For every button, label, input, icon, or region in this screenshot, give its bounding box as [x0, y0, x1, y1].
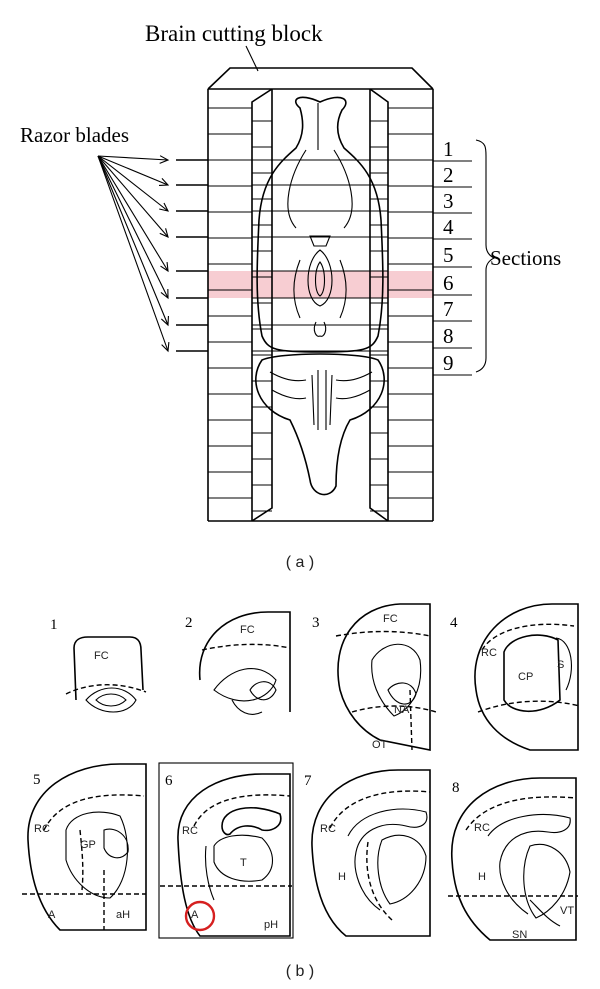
blades-label: Razor blades: [20, 123, 129, 147]
section-8-label-sn: SN: [512, 929, 527, 941]
cutting-block: [207, 67, 434, 522]
section-6-label-rc: RC: [182, 825, 198, 837]
blade-arrow: [97, 155, 169, 272]
blade-arrow-head: [158, 177, 170, 186]
section-6-amygdala-highlight: [184, 900, 216, 932]
section-number-8: 8: [443, 324, 454, 348]
blade-arrow: [97, 155, 169, 186]
panel-b: 1 FC 2 FC 3 FC NA OT: [22, 603, 581, 980]
section-number-4: 4: [443, 215, 454, 239]
blade-arrow: [97, 155, 169, 326]
panel-a: Brain cutting block: [20, 21, 561, 571]
section-6-frame: [158, 762, 294, 939]
section-number-7: 7: [443, 297, 454, 321]
coronal-section-3: 3 FC NA OT: [312, 603, 437, 751]
caption-b: ( b ): [286, 963, 314, 980]
section-number-5: 5: [33, 772, 41, 788]
coronal-section-6: 6 RC T A pH: [158, 762, 294, 939]
section-7-label-rc: RC: [320, 823, 336, 835]
section-number-7: 7: [304, 773, 312, 789]
section-6-label-ph: pH: [264, 919, 278, 931]
sections-label: Sections: [490, 246, 561, 270]
section-number-2: 2: [443, 163, 454, 187]
section-3-label-fc: FC: [383, 613, 398, 625]
section-3-label-na: NA: [394, 704, 410, 716]
section-5-label-a: A: [48, 909, 56, 921]
section-number-3: 3: [312, 615, 320, 631]
blade-arrow-head: [160, 288, 169, 300]
section-7-label-h: H: [338, 871, 346, 883]
section-number-6: 6: [443, 271, 454, 295]
section-4-label-cp: CP: [518, 671, 533, 683]
section-number-1: 1: [50, 617, 58, 633]
section-3-label-ot: OT: [372, 739, 388, 751]
section-6-label-t: T: [240, 857, 247, 869]
section-8-label-vt: VT: [560, 905, 574, 917]
section-4-label-rc: RC: [481, 647, 497, 659]
coronal-section-2: 2 FC: [185, 611, 291, 715]
section-4-label-s: S: [557, 659, 564, 671]
coronal-section-1: 1 FC: [50, 617, 147, 713]
caption-a: ( a ): [286, 554, 314, 571]
section-number-5: 5: [443, 243, 454, 267]
blade-arrow: [97, 155, 169, 352]
title-pointer: [245, 45, 259, 72]
section-8-label-h: H: [478, 871, 486, 883]
coronal-section-7: 7 RC H: [304, 769, 431, 937]
block-title: Brain cutting block: [145, 21, 323, 46]
section-number-3: 3: [443, 189, 454, 213]
section-5-label-rc: RC: [34, 823, 50, 835]
blade-arrow: [97, 155, 169, 161]
brain-drawing: [255, 96, 385, 496]
blade-arrow: [97, 155, 169, 299]
blade-arrow-head: [160, 261, 169, 273]
section-number-6: 6: [165, 773, 173, 789]
blade-arrow: [97, 155, 169, 212]
section-5-label-ah: aH: [116, 909, 130, 921]
section-2-label-fc: FC: [240, 624, 255, 636]
section-6-label-a: A: [191, 909, 199, 921]
coronal-section-5: 5 RC GP A aH: [22, 763, 147, 931]
section-number-9: 9: [443, 351, 454, 375]
section-6-highlight: [208, 271, 433, 298]
section-number-8: 8: [452, 780, 460, 796]
section-number-4: 4: [450, 615, 458, 631]
slot-lines: [208, 107, 433, 512]
section-number-1: 1: [443, 137, 454, 161]
blade-arrow: [97, 155, 169, 238]
coronal-section-8: 8 RC H VT SN: [448, 777, 578, 941]
blade-arrow-head: [160, 315, 169, 327]
blade-arrow-head: [159, 228, 169, 238]
section-number-2: 2: [185, 615, 193, 631]
coronal-section-4: 4 RC CP S: [450, 603, 581, 751]
blade-arrow-head: [159, 202, 170, 212]
razor-blades: [97, 155, 208, 353]
section-1-label-fc: FC: [94, 650, 109, 662]
blade-arrow-head: [161, 341, 170, 353]
blade-arrow-head: [159, 155, 170, 164]
section-8-label-rc: RC: [474, 822, 490, 834]
section-5-label-gp: GP: [80, 839, 96, 851]
sections-bracket: [475, 139, 496, 373]
